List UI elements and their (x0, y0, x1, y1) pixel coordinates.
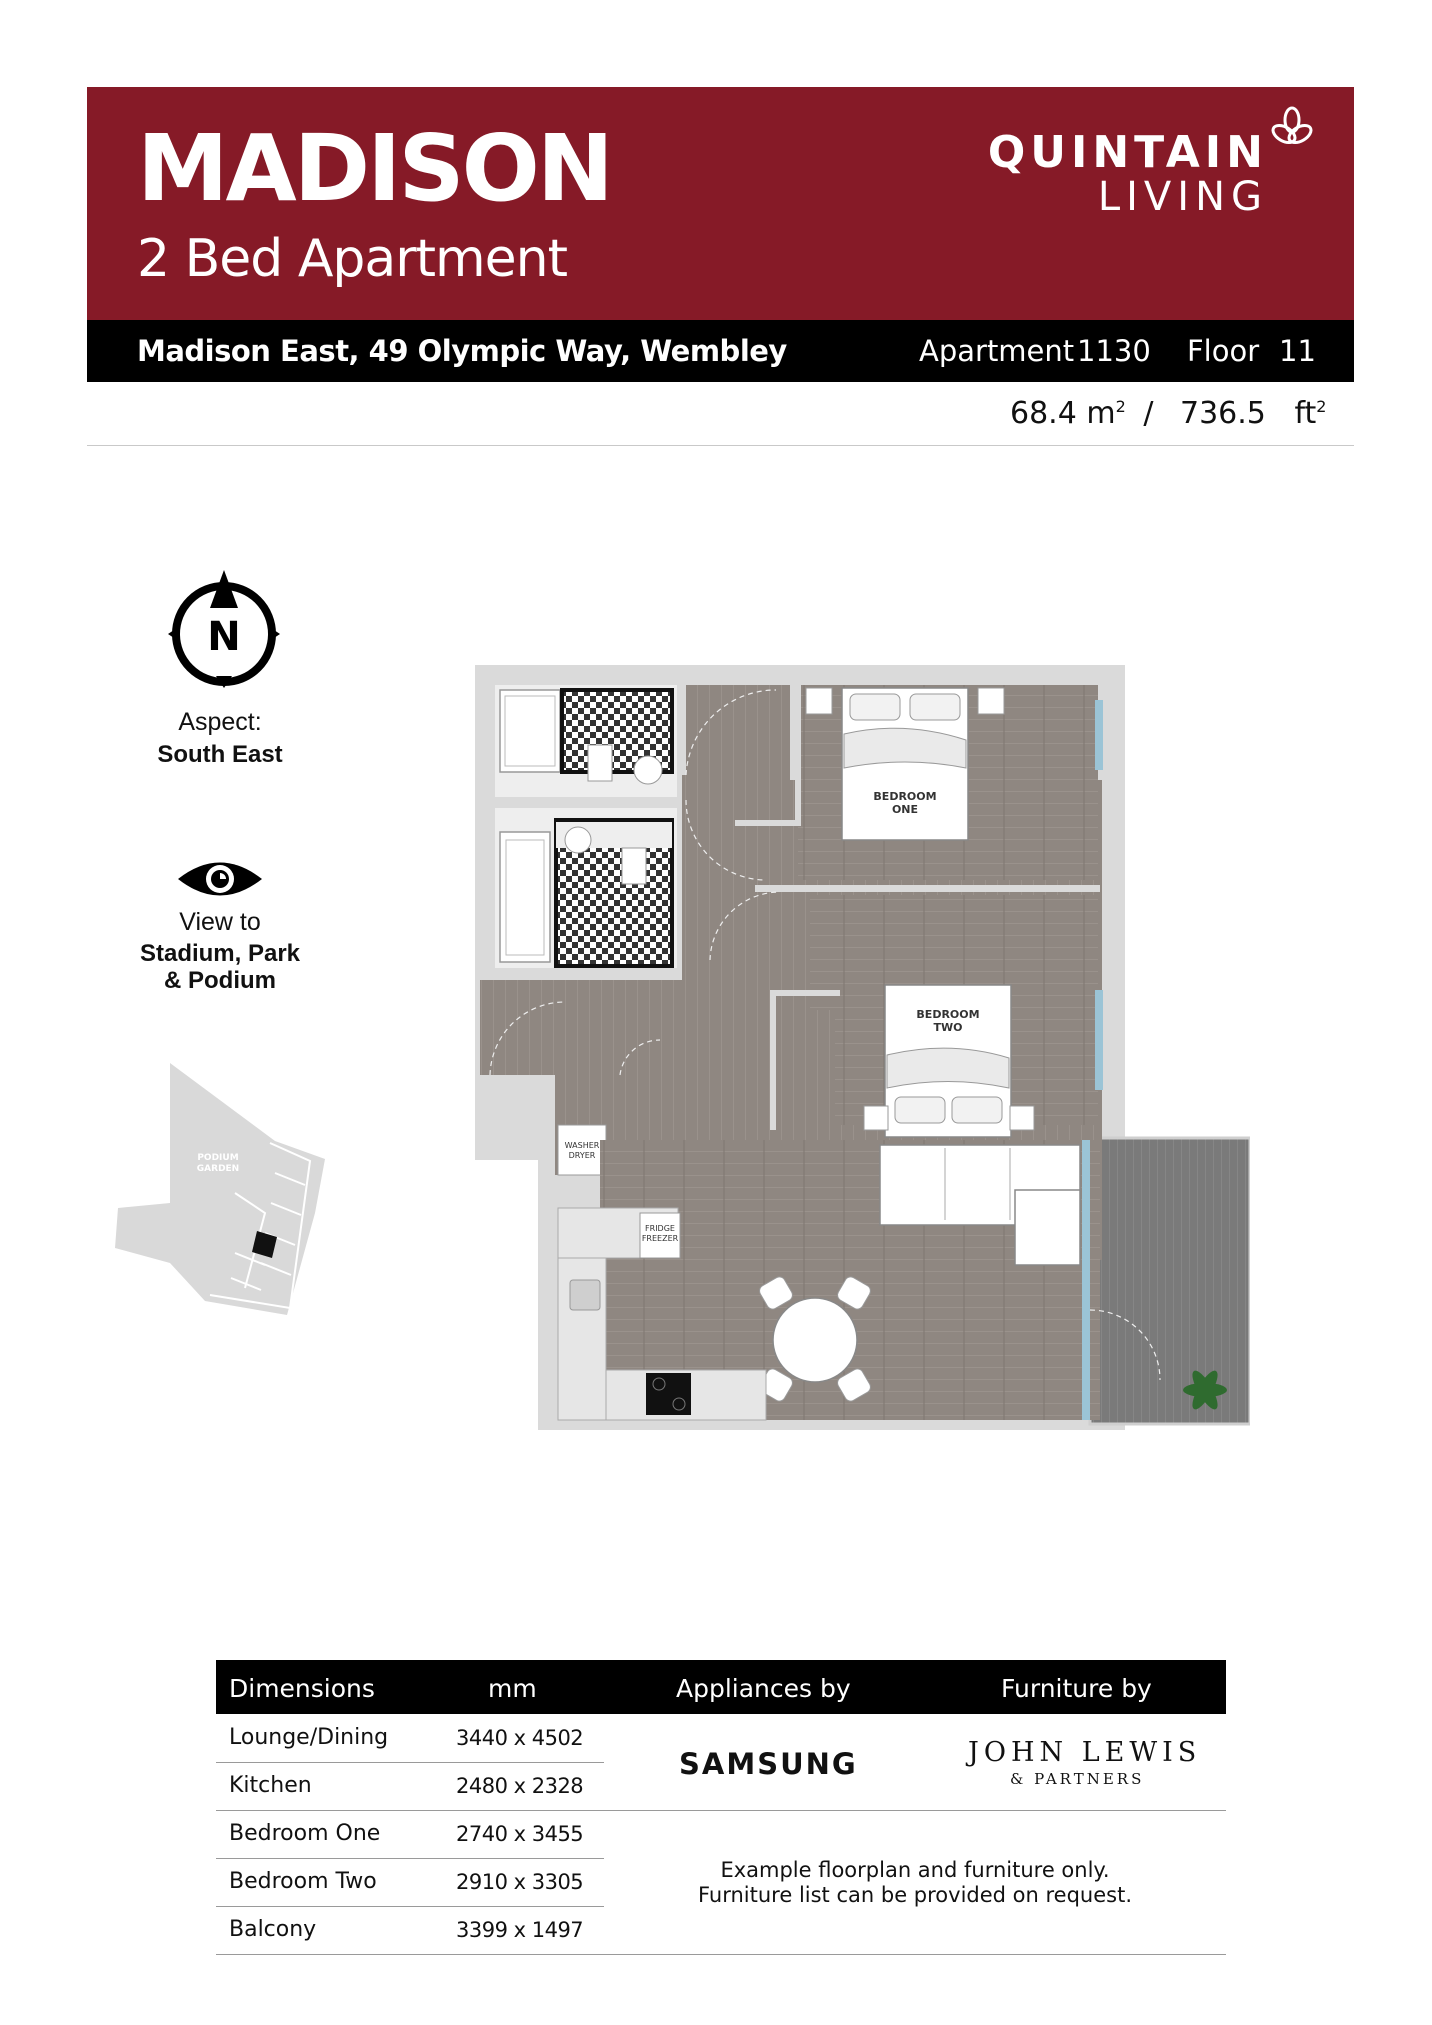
apartment-label: Apartment (919, 334, 1075, 368)
north-arrow-icon: N (168, 570, 280, 688)
floor-label: Floor (1187, 334, 1260, 368)
apartment-type: 2 Bed Apartment (137, 229, 568, 289)
area-sqft: 736.5 ft2 (1180, 396, 1327, 431)
view-label: View to (179, 908, 261, 936)
address: Madison East, 49 Olympic Way, Wembley (137, 334, 787, 368)
header-furniture: Furniture by (1001, 1674, 1152, 1703)
table-header: Dimensions mm Appliances by Furniture by (216, 1660, 1226, 1714)
plant (1183, 1370, 1227, 1410)
title-banner: MADISON 2 Bed Apartment QUINTAIN LIVING (87, 87, 1354, 320)
svg-text:FRIDGE: FRIDGE (645, 1224, 675, 1233)
john-lewis-logo-sub: & PARTNERS (1010, 1770, 1145, 1788)
svg-text:BEDROOM: BEDROOM (873, 790, 936, 803)
development-name: MADISON (137, 115, 614, 222)
podium-label-2: GARDEN (197, 1164, 239, 1174)
compass-letter: N (207, 614, 240, 660)
trefoil-logo-icon (1271, 106, 1313, 145)
view-value: Stadium, Park & Podium (139, 940, 301, 994)
svg-text:FREEZER: FREEZER (642, 1234, 679, 1243)
apartment-location-marker (252, 1231, 277, 1258)
svg-text:BEDROOM: BEDROOM (916, 1008, 979, 1021)
floor-number: 11 (1279, 334, 1316, 368)
balcony (1088, 1136, 1250, 1426)
header-unit: mm (488, 1674, 537, 1703)
floorplan: BEDROOM ONE BEDROOM TWO WASHER DRYER FRI… (475, 665, 1250, 1430)
svg-text:WASHER: WASHER (565, 1141, 600, 1150)
brand-name: QUINTAIN (987, 127, 1268, 178)
area-sqm: 68.4 m2 / (1010, 396, 1154, 431)
divider (604, 1954, 1226, 1955)
header-dimensions: Dimensions (229, 1674, 375, 1703)
eye-icon (178, 862, 262, 896)
brand-logo: QUINTAIN LIVING (988, 105, 1332, 220)
svg-text:ONE: ONE (892, 803, 918, 816)
site-key-plan: PODIUM GARDEN (115, 1063, 325, 1315)
aspect-value: South East (157, 741, 283, 768)
info-bar: Madison East, 49 Olympic Way, Wembley Ap… (87, 320, 1354, 382)
svg-text:TWO: TWO (934, 1021, 963, 1034)
entrance-hall (480, 980, 780, 1075)
svg-text:DRYER: DRYER (569, 1151, 596, 1160)
divider (87, 445, 1354, 446)
brand-tagline: LIVING (1097, 174, 1268, 220)
john-lewis-logo: JOHN LEWIS (968, 1737, 1202, 1768)
divider (604, 1810, 1226, 1811)
header-appliances: Appliances by (676, 1674, 851, 1703)
apartment-number: 1130 (1077, 334, 1151, 368)
disclaimer-note: Example floorplan and furniture only. Fu… (697, 1858, 1132, 1907)
samsung-logo: SAMSUNG (679, 1747, 858, 1781)
aspect-label: Aspect: (178, 708, 262, 736)
podium-label-1: PODIUM (197, 1153, 238, 1163)
